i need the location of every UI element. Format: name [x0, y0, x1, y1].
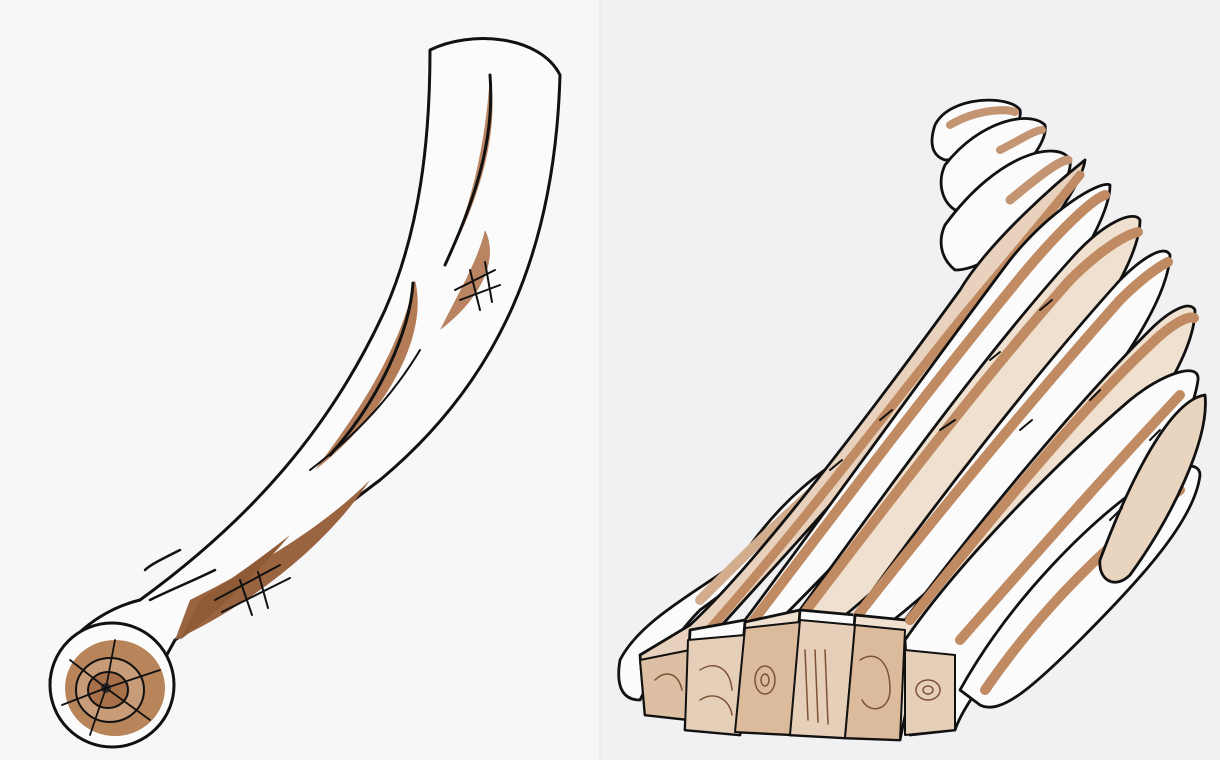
illustration-canvas	[0, 0, 1220, 760]
drawing	[0, 0, 1220, 760]
